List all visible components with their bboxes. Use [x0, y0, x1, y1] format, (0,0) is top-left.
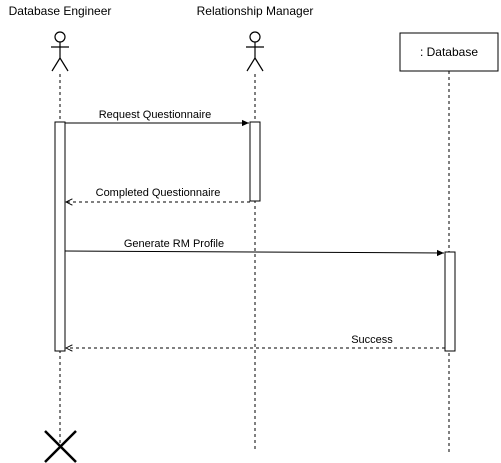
- actor-label-relationship-manager: Relationship Manager: [197, 4, 314, 18]
- actor-relationship-manager: Relationship Manager: [197, 4, 314, 452]
- object-label-database: : Database: [420, 45, 478, 59]
- activation-bar-relationship-manager: [249, 121, 261, 202]
- message-completed-questionnaire: Completed Questionnaire: [66, 187, 250, 202]
- message-label: Request Questionnaire: [99, 109, 212, 121]
- actor-label-database-engineer: Database Engineer: [9, 4, 112, 18]
- message-label: Success: [351, 334, 393, 346]
- destroy-x-icon: [44, 430, 77, 463]
- message-label: Generate RM Profile: [124, 238, 224, 250]
- message-request-questionnaire: Request Questionnaire: [65, 109, 249, 127]
- activation-bar-database-engineer: [54, 121, 66, 352]
- object-box-database: [399, 32, 499, 72]
- message-success: Success: [66, 334, 445, 348]
- message-arrow: [64, 249, 445, 257]
- activation-bar-database: [444, 251, 456, 352]
- message-label: Completed Questionnaire: [96, 187, 221, 199]
- object-database: : Database: [399, 32, 499, 452]
- stick-figure-icon: [246, 31, 264, 72]
- stick-figure-icon: [51, 31, 69, 72]
- message-generate-rm-profile: Generate RM Profile: [64, 238, 445, 257]
